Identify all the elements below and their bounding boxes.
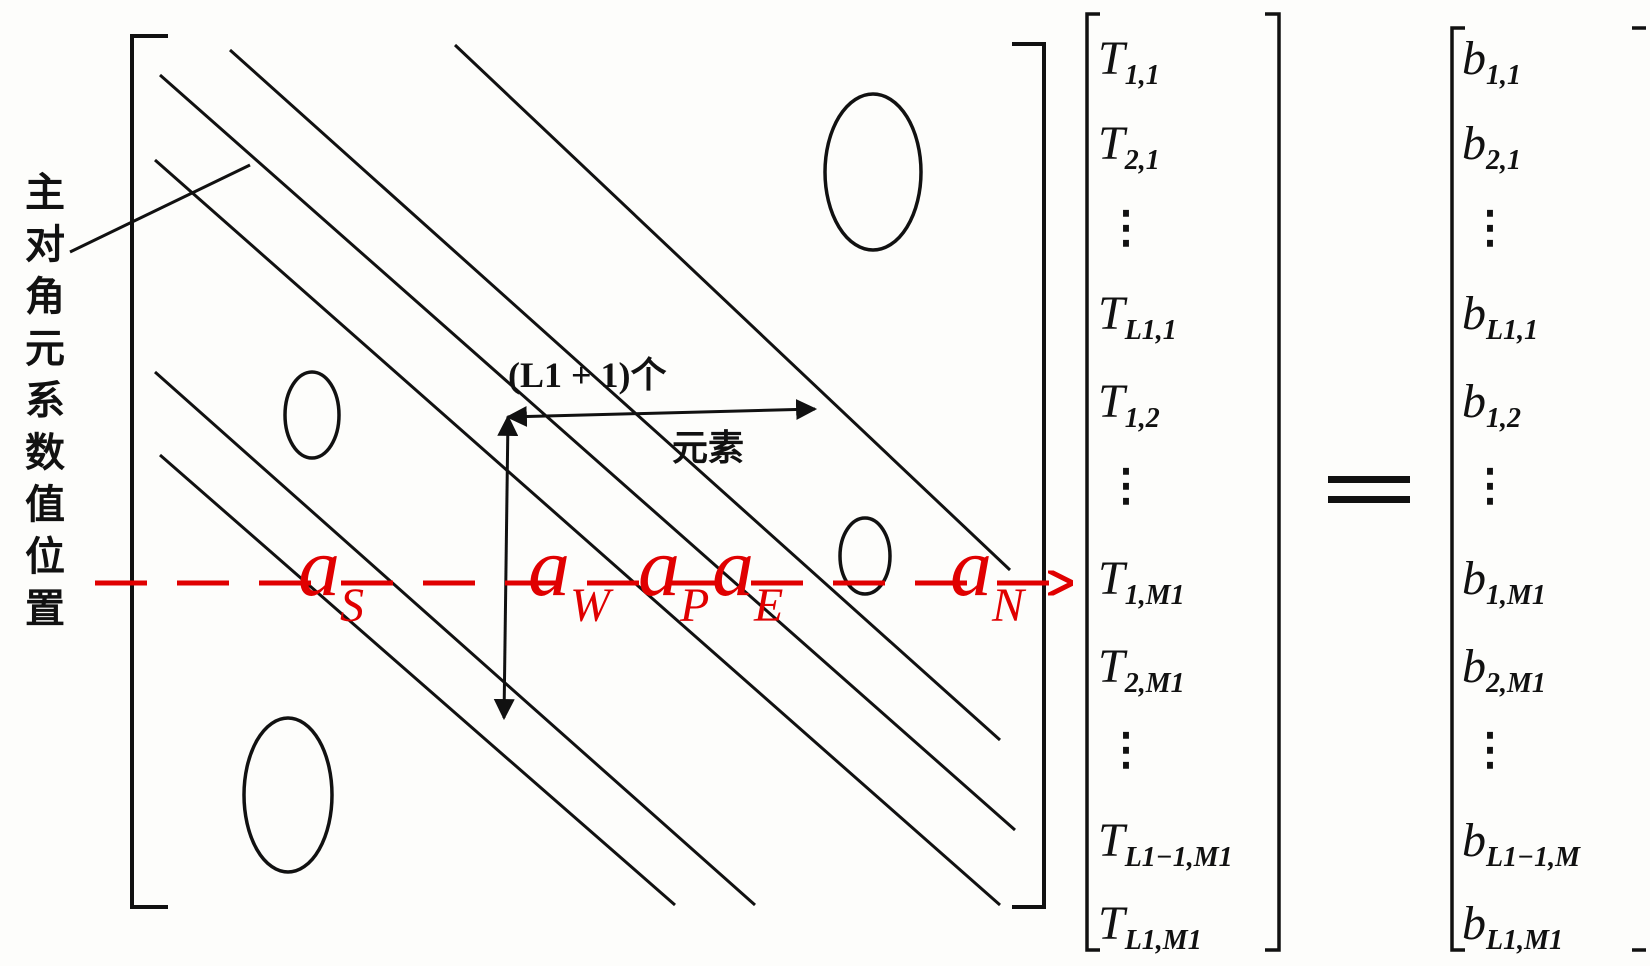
band-line-lower-2 xyxy=(159,453,676,907)
vector-b-left-bracket xyxy=(1450,26,1465,952)
main-diagonal-label-char: 角 xyxy=(25,274,65,320)
vector-t-entry: T2,1 xyxy=(1098,117,1160,176)
vector-b-entry: b1,1 xyxy=(1462,32,1521,91)
vector-t-entry: TL1−1,M1 xyxy=(1098,814,1233,873)
vector-t-entry: TL1,1 xyxy=(1098,287,1177,346)
band-label-count: (L1 + 1)个 xyxy=(508,355,667,395)
vector-b-entry: bL1,1 xyxy=(1462,287,1538,346)
vector-b-entry: bL1,M1 xyxy=(1462,897,1563,956)
zero-region-oval-right xyxy=(838,516,892,596)
vector-b-entry: b1,M1 xyxy=(1462,552,1546,611)
vector-t-ellipsis: ⋮ xyxy=(1104,724,1148,775)
main-diagonal-label-char: 元 xyxy=(25,326,65,372)
vector-t-entry: T1,1 xyxy=(1098,32,1160,91)
vector-t-entry: T2,M1 xyxy=(1098,640,1185,699)
coefficient-a-w: aW xyxy=(528,521,614,632)
main-diagonal-label-char: 对 xyxy=(25,222,65,268)
vector-b-entry: bL1−1,M xyxy=(1462,814,1581,873)
coefficient-a-n: aN xyxy=(950,521,1027,632)
vector-t-entry: T1,M1 xyxy=(1098,552,1185,611)
equals-sign xyxy=(1328,476,1410,503)
zero-region-oval-bottom-left xyxy=(242,716,334,874)
zero-region-oval-top-right xyxy=(823,92,923,252)
vector-t-ellipsis: ⋮ xyxy=(1104,460,1148,511)
vector-t-right-bracket xyxy=(1265,12,1281,952)
coefficient-a-s: aS xyxy=(298,521,364,632)
vector-b-entry: b1,2 xyxy=(1462,375,1521,434)
band-label-elements: 元素 xyxy=(672,428,744,469)
matrix-left-bracket xyxy=(130,34,168,909)
main-diagonal-label-char: 数 xyxy=(25,430,65,476)
vector-b-entry: b2,1 xyxy=(1462,117,1521,176)
horizontal-bandwidth-arrow xyxy=(505,398,818,428)
main-diagonal-leader-line xyxy=(69,163,251,254)
band-line-lower-1 xyxy=(154,370,756,907)
matrix-right-bracket xyxy=(1012,42,1046,909)
main-diagonal-label-char: 置 xyxy=(25,586,65,632)
band-line-main-diagonal xyxy=(154,158,1001,907)
band-line-upper-1 xyxy=(159,73,1016,832)
vector-t-ellipsis: ⋮ xyxy=(1104,202,1148,253)
vector-b-ellipsis: ⋮ xyxy=(1468,460,1512,511)
band-line-upper-3 xyxy=(453,43,1012,572)
diagonal-bands xyxy=(154,43,1016,907)
vector-t-left-bracket xyxy=(1085,12,1100,952)
vertical-bandwidth-arrow xyxy=(493,414,519,721)
main-diagonal-label-char: 位 xyxy=(25,534,65,580)
vector-t-entry: T1,2 xyxy=(1098,375,1160,434)
zero-region-oval-left xyxy=(283,370,341,460)
vector-b-entries: b1,1 b2,1 ⋮ bL1,1 b1,2 ⋮ b1,M1 b2,M1 ⋮ bL1−1,M bL1… xyxy=(1462,32,1581,956)
vector-b-entry: b2,M1 xyxy=(1462,640,1546,699)
vector-b-ellipsis: ⋮ xyxy=(1468,202,1512,253)
band-line-upper-2 xyxy=(228,48,1002,742)
vector-b-ellipsis: ⋮ xyxy=(1468,724,1512,775)
main-diagonal-label-char: 主 xyxy=(25,170,65,216)
vector-t-entry: TL1,M1 xyxy=(1098,897,1202,956)
main-diagonal-label-char: 系 xyxy=(25,378,65,424)
main-diagonal-label-char: 值 xyxy=(25,482,65,528)
